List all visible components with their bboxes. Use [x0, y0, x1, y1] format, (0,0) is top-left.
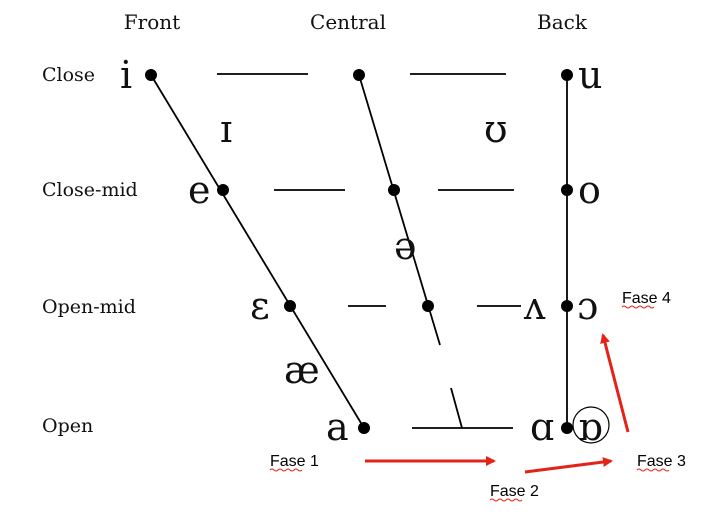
- vowel-dot: [145, 69, 157, 81]
- phase-label-1: Fase 1: [270, 453, 319, 470]
- spellcheck-underline: [269, 468, 303, 472]
- vowel-dot: [353, 69, 365, 81]
- phase-label-4: Fase 4: [622, 290, 671, 307]
- vowel-dot: [561, 422, 573, 434]
- spellcheck-underline: [636, 468, 670, 472]
- vowel-symbol-i: i: [120, 53, 132, 97]
- vowel-symbol-e: e: [188, 168, 211, 212]
- front-edge-line: [150, 74, 365, 429]
- vowel-symbol-o: o: [578, 168, 601, 212]
- vowel-symbol-open-mid-front: ɛ: [250, 284, 270, 328]
- row-label-close: Close: [42, 64, 95, 86]
- vowel-symbol-open-mid-back-rounded: ɔ: [577, 284, 598, 328]
- vowel-symbol-schwa: ə: [394, 224, 417, 268]
- vowel-dot: [358, 422, 370, 434]
- phase-3-arrow: [600, 333, 630, 433]
- phase-2-arrow: [524, 457, 613, 474]
- spellcheck-underline: [621, 305, 655, 309]
- central-lower-segment: [450, 387, 463, 429]
- vowel-symbol-open-back-unrounded: ɑ: [530, 405, 554, 449]
- vowel-dot: [561, 300, 573, 312]
- vowel-dot: [284, 300, 296, 312]
- phase-label-3: Fase 3: [637, 453, 686, 470]
- row-label-open-mid: Open-mid: [42, 296, 136, 318]
- highlight-circle: [572, 406, 610, 444]
- column-header-central: Central: [310, 10, 386, 34]
- vowel-symbol-a: a: [326, 405, 349, 449]
- vowel-dot: [217, 184, 229, 196]
- vowel-dot: [422, 300, 434, 312]
- phase-label-2: Fase 2: [490, 483, 539, 500]
- vowel-symbol-u: u: [578, 53, 602, 97]
- row-label-close-mid: Close-mid: [42, 179, 138, 201]
- vowel-dot: [388, 184, 400, 196]
- row-label-open: Open: [42, 415, 93, 437]
- vowel-symbol-ash: æ: [284, 348, 320, 392]
- column-header-front: Front: [124, 10, 180, 34]
- central-edge-line: [358, 74, 441, 346]
- vowel-symbol-near-close-front: ɪ: [220, 107, 232, 151]
- column-header-back: Back: [537, 10, 588, 34]
- vowel-symbol-near-close-back: ʊ: [484, 107, 508, 151]
- vowel-symbol-open-mid-back-unrounded: ʌ: [523, 284, 546, 328]
- vowel-dot: [561, 184, 573, 196]
- spellcheck-underline: [489, 498, 523, 502]
- vowel-dot: [561, 69, 573, 81]
